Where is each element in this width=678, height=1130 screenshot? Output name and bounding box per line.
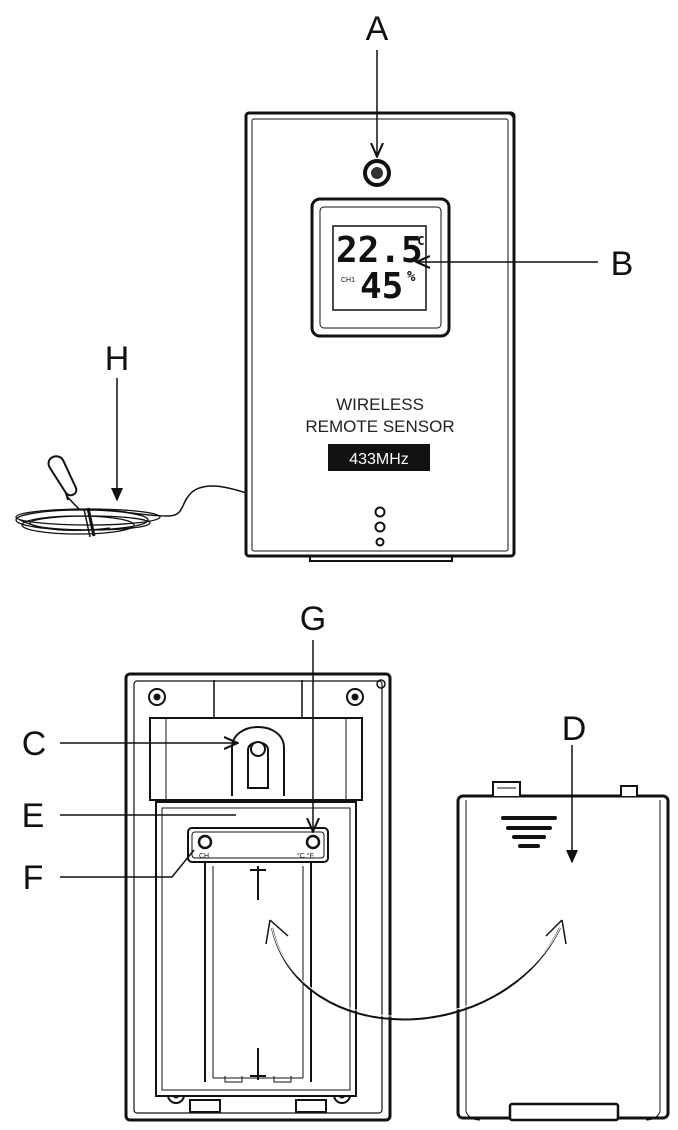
callout-a: A [366,10,389,48]
lcd-temp-unit: °C [410,234,424,248]
lcd-temperature: 22.5 [336,230,423,271]
lcd-humidity-unit: % [407,269,416,285]
callout-e: E [22,797,45,835]
battery-compartment: CH °C °F [155,801,357,1097]
callout-g: G [300,600,326,638]
callout-b: B [611,245,634,283]
led-indicator [363,159,391,187]
unit-button-label: °C °F [297,852,314,860]
temperature-probe [47,455,78,501]
callout-c: C [22,725,47,763]
callout-d: D [562,710,587,748]
ch-button-label: CH [199,853,209,860]
channel-button[interactable] [197,834,213,850]
frequency-badge [328,444,430,471]
cover-grip [501,816,557,848]
callout-h: H [105,340,130,378]
front-view: 22.5 °C CH1 45 % WIRELESS REMOTE SENSOR … [244,111,516,562]
wall-mount-keyhole [231,726,285,796]
vent-holes [374,506,386,547]
unit-toggle-button[interactable] [305,834,321,850]
lcd-humidity: 45 [360,266,403,307]
frequency-label: 433MHz [349,451,409,468]
back-view: CH °C °F [124,672,392,1122]
probe-cable [15,455,247,538]
lcd-channel: CH1 [341,277,355,284]
label-remote-sensor: REMOTE SENSOR [305,417,454,436]
label-wireless: WIRELESS [336,395,424,414]
callout-f: F [23,859,44,897]
callout-lines [60,50,598,878]
lcd-display: 22.5 °C CH1 45 % [310,197,451,338]
attach-arrow [265,919,567,1021]
battery-cover [456,781,670,1122]
